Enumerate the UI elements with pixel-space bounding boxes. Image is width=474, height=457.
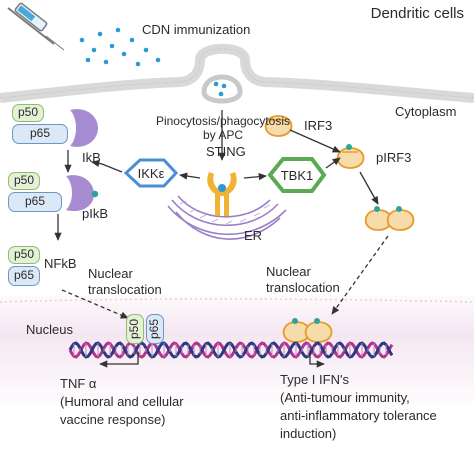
p50-box-mid: p50 xyxy=(8,172,40,190)
nuclear-envelope xyxy=(0,298,474,303)
irf3-protein xyxy=(264,115,293,137)
arrow-ikke-ikb xyxy=(91,159,123,173)
tbk1-label: TBK1 xyxy=(280,168,314,183)
nfkb-label: NFkB xyxy=(44,256,77,271)
ifn-effect-line2: anti-inflammatory tolerance xyxy=(280,408,437,423)
sting-label: STING xyxy=(206,144,246,159)
p65-box-nucleus: p65 xyxy=(146,314,164,344)
er-texture xyxy=(179,200,271,225)
p50-box-nfkb: p50 xyxy=(8,246,40,264)
ifn-effect-line1: (Anti-tumour immunity, xyxy=(280,390,410,405)
pirf3-label: pIRF3 xyxy=(376,150,412,165)
ikke-hexagon xyxy=(123,158,179,188)
ikke-label: IKKε xyxy=(137,166,165,181)
endosome-vesicle xyxy=(201,74,243,104)
p65-box-mid: p65 xyxy=(8,192,62,212)
plasma-membrane xyxy=(0,43,474,103)
arrow-pirf3-dimer xyxy=(359,171,379,205)
irf3-label: IRF3 xyxy=(304,118,333,133)
syringe-icon xyxy=(7,2,65,51)
p50-box-top: p50 xyxy=(12,104,44,122)
uptake-label-line2: by APC xyxy=(202,128,244,142)
tnf-effect-line2: vaccine response) xyxy=(60,412,166,427)
er-membrane xyxy=(167,195,287,240)
nucleus-label: Nucleus xyxy=(26,322,73,337)
cdn-in-vesicle xyxy=(213,81,227,97)
arrow-sting-ikke xyxy=(179,172,201,180)
ifn-effect-line3: induction) xyxy=(280,426,337,441)
p65-box-nfkb: p65 xyxy=(8,266,40,286)
sting-protein xyxy=(207,172,237,216)
pikb-protein xyxy=(66,175,94,212)
arrow-tbk1-pirf3 xyxy=(325,157,341,169)
arrow-nfkb-translocation xyxy=(61,289,129,319)
ikb-protein xyxy=(70,109,98,147)
arrow-irf3-pirf3 xyxy=(289,129,341,153)
nuclear-translocation-right-1: Nuclear xyxy=(266,264,311,279)
irf3-dimer xyxy=(364,206,415,231)
uptake-label-line1: Pinocytosis/phagocytosis xyxy=(155,114,291,128)
nucleus-region xyxy=(0,296,474,404)
diagram-title: Dendritic cells xyxy=(370,5,464,22)
dna-helix xyxy=(68,341,394,359)
ikb-label: IkB xyxy=(82,150,101,165)
arrow-ifn xyxy=(309,350,325,368)
nuclear-translocation-right-2: translocation xyxy=(266,280,340,295)
cytoplasm-label: Cytoplasm xyxy=(395,104,457,119)
pathway-arrows xyxy=(54,110,389,368)
pirf3-protein xyxy=(336,144,365,169)
p65-box-top: p65 xyxy=(12,124,68,144)
arrow-irf3-translocation xyxy=(331,235,389,315)
tnf-effect-line1: (Humoral and cellular xyxy=(60,394,184,409)
cdn-immunization-label: CDN immunization xyxy=(142,22,251,37)
tnf-label: TNF α xyxy=(60,376,97,391)
er-label: ER xyxy=(244,228,263,243)
arrow-tnf xyxy=(99,352,139,368)
nuclear-translocation-left-1: Nuclear xyxy=(88,266,133,281)
cdn-particles xyxy=(79,27,161,67)
arrow-sting-tbk1 xyxy=(243,173,267,181)
ifn-label: Type I IFN's xyxy=(280,372,349,387)
pikb-label: pIkB xyxy=(82,206,109,221)
pikb-phospho xyxy=(91,190,99,198)
tbk1-hexagon xyxy=(267,157,327,193)
p50-box-nucleus: p50 xyxy=(126,314,144,344)
nuclear-translocation-left-2: translocation xyxy=(88,282,162,297)
